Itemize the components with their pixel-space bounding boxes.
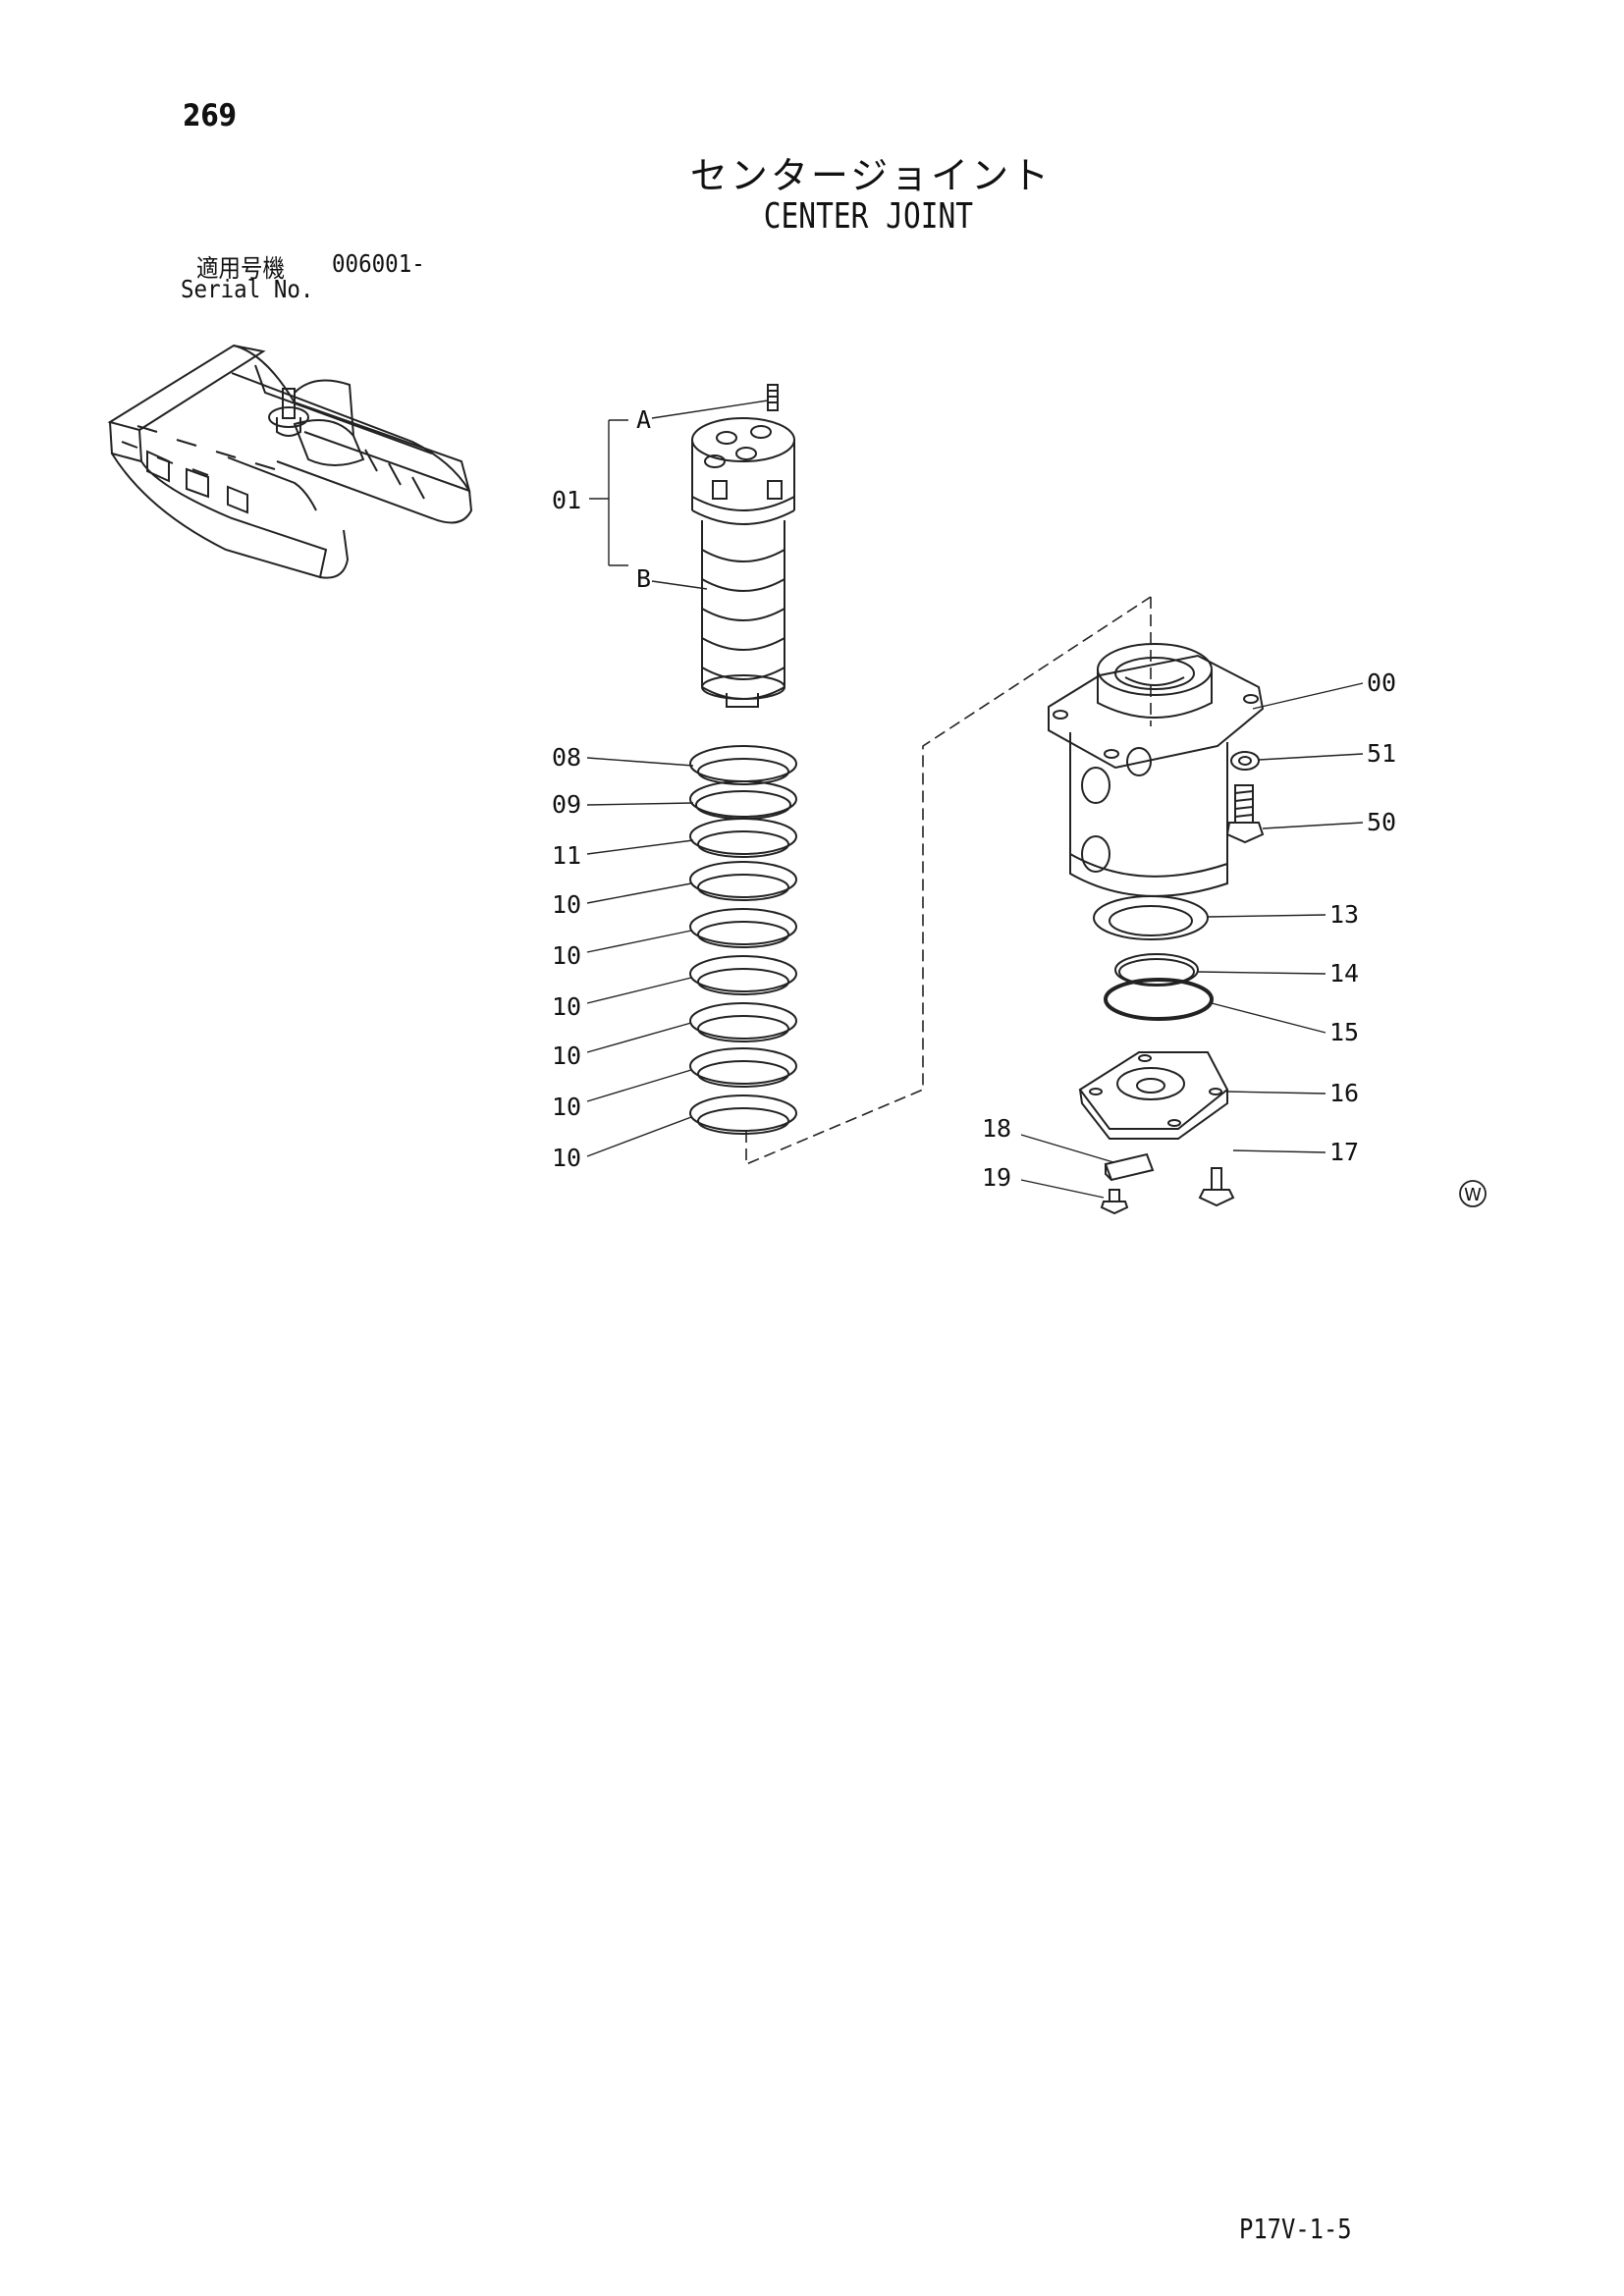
watermark-symbol: W bbox=[1464, 1185, 1482, 1205]
callout-01: 01 bbox=[552, 486, 581, 514]
page-title: CENTER JOINT bbox=[763, 196, 974, 237]
callout-labels: A B 01 08 09 11 10 10 10 10 10 10 00 51 … bbox=[552, 405, 1396, 1192]
callout-10-e: 10 bbox=[552, 1093, 581, 1121]
circled-w-mark: W bbox=[1459, 1180, 1487, 1207]
callout-08: 08 bbox=[552, 743, 581, 772]
callout-13: 13 bbox=[1329, 900, 1359, 929]
callout-18: 18 bbox=[982, 1114, 1011, 1143]
serial-label-japanese: 適用号機 bbox=[196, 254, 286, 283]
leader-lines bbox=[586, 400, 1364, 1199]
serial-label: Serial No. bbox=[181, 275, 314, 303]
group-label-b: B bbox=[636, 564, 651, 593]
callout-10-b: 10 bbox=[552, 941, 581, 970]
group-label-a: A bbox=[636, 405, 651, 434]
callout-16: 16 bbox=[1329, 1079, 1359, 1107]
callout-15: 15 bbox=[1329, 1018, 1359, 1046]
spindle-assembly-illustration bbox=[691, 384, 795, 708]
undercarriage-overview-illustration bbox=[107, 344, 473, 579]
callout-14: 14 bbox=[1329, 959, 1359, 988]
callout-10-d: 10 bbox=[552, 1041, 581, 1070]
page-number: 269 bbox=[183, 98, 238, 133]
callout-09: 09 bbox=[552, 790, 581, 819]
callout-17: 17 bbox=[1329, 1138, 1359, 1166]
callout-10-a: 10 bbox=[552, 890, 581, 919]
serial-number-range: 006001- bbox=[332, 249, 425, 278]
assembly-guide-lines bbox=[745, 596, 1152, 1166]
joint-body-illustration bbox=[1048, 643, 1265, 897]
footer-page-code: P17V-1-5 bbox=[1239, 2213, 1352, 2245]
page-title-japanese: センタージョイント bbox=[689, 154, 1053, 197]
callout-19: 19 bbox=[982, 1163, 1011, 1192]
callout-51: 51 bbox=[1367, 739, 1396, 768]
exploded-parts-diagram: A B 01 08 09 11 10 10 10 10 10 10 00 51 … bbox=[107, 344, 1487, 1215]
callout-00: 00 bbox=[1367, 668, 1396, 697]
cover-seal-rings-illustration bbox=[1093, 895, 1214, 1021]
cover-plate-illustration bbox=[1078, 1051, 1235, 1215]
callout-11: 11 bbox=[552, 841, 581, 870]
callout-10-c: 10 bbox=[552, 992, 581, 1021]
callout-50: 50 bbox=[1367, 808, 1396, 836]
seal-rings-illustration bbox=[689, 745, 797, 1135]
callout-10-f: 10 bbox=[552, 1144, 581, 1172]
washer-and-bolt-illustration bbox=[1225, 751, 1265, 844]
